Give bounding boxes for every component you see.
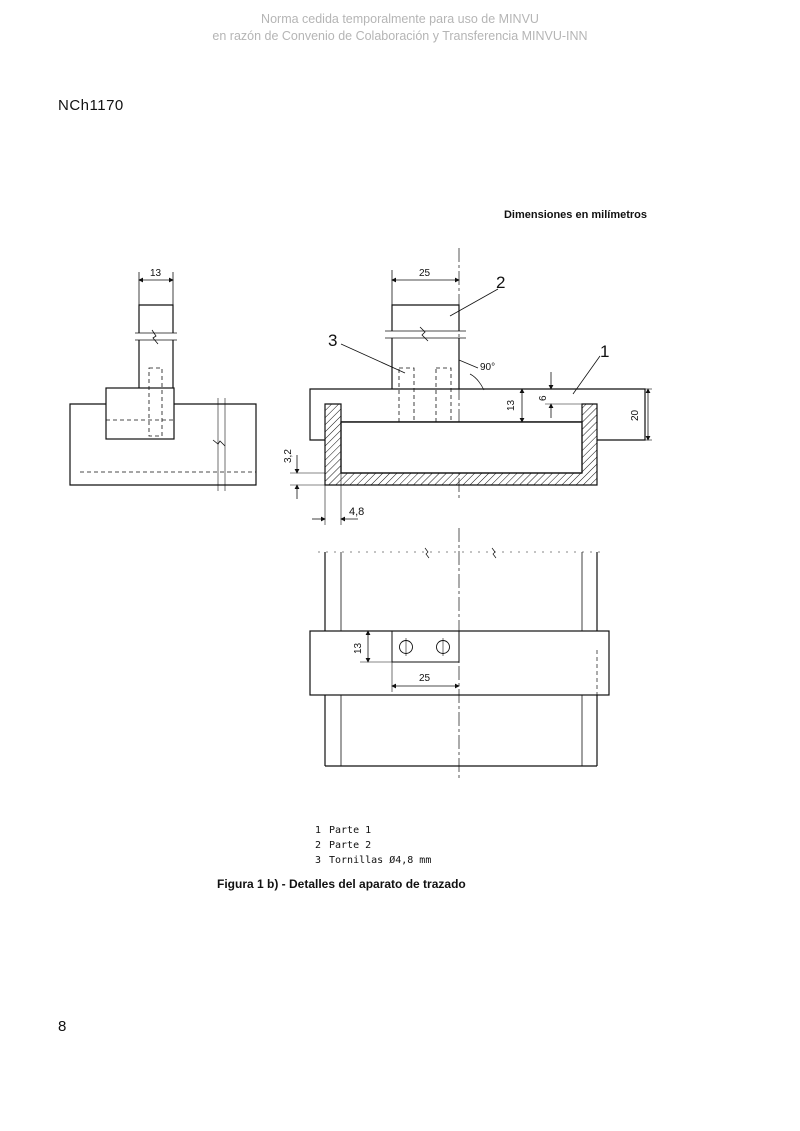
legend-number: 2 [315, 840, 322, 851]
dim-height-6: 6 [538, 395, 549, 401]
legend-item: 1 Parte 1 [315, 823, 431, 838]
plan-view [309, 528, 610, 780]
callout-2: 2 [496, 273, 505, 292]
units-note: Dimensiones en milímetros [503, 209, 647, 221]
dim-left-width: 13 [150, 268, 162, 279]
legend-text: Parte 1 [329, 825, 372, 836]
dim-height-20: 20 [630, 409, 641, 421]
dim-plan-25: 25 [419, 673, 431, 684]
dim-angle: 90° [480, 362, 495, 373]
page-number: 8 [58, 1018, 67, 1035]
figure-caption: Figura 1 b) - Detalles del aparato de tr… [217, 877, 466, 891]
dim-thickness-32: 3,2 [283, 449, 294, 463]
legend-number: 1 [315, 825, 322, 836]
legend-text: Tornillas Ø4,8 mm [329, 855, 432, 866]
dim-height-13: 13 [506, 399, 517, 411]
watermark-line-2: en razón de Convenio de Colaboración y T… [212, 29, 588, 43]
watermark-line-1: Norma cedida temporalmente para uso de M… [261, 12, 539, 26]
callout-1: 1 [600, 342, 609, 361]
legend-number: 3 [315, 855, 322, 866]
callout-3: 3 [328, 331, 337, 350]
legend-text: Parte 2 [329, 840, 372, 851]
standard-code: NCh1170 [58, 97, 124, 114]
dim-thickness-48: 4,8 [349, 506, 364, 518]
figure-legend: 1 Parte 1 2 Parte 2 3 Tornillas Ø4,8 mm [315, 823, 431, 868]
legend-item: 2 Parte 2 [315, 838, 431, 853]
technical-drawing: 13 25 90° 13 6 20 3,2 4,8 13 25 2 3 1 [69, 248, 652, 780]
side-view [69, 272, 257, 491]
section-view [290, 248, 652, 525]
legend-item: 3 Tornillas Ø4,8 mm [315, 853, 431, 868]
dim-plan-13: 13 [353, 642, 364, 654]
dim-top-width: 25 [419, 268, 431, 279]
